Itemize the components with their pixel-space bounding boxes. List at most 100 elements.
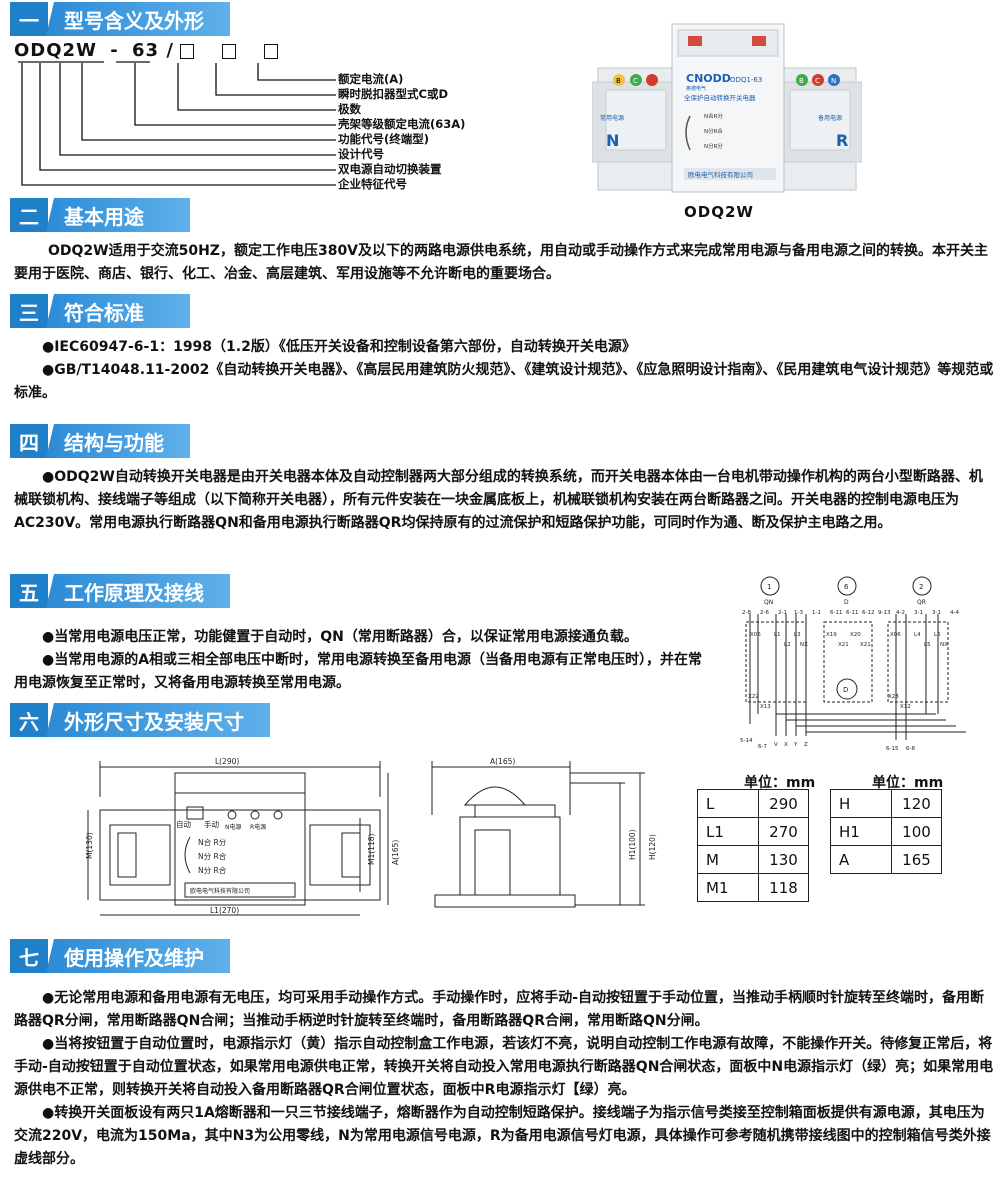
letter-r: R: [836, 131, 848, 150]
work-text-2: ●当常用电源的A相或三相全部电压中断时，常用电源转换至备用电源（当备用电源有正常…: [14, 652, 703, 691]
phase-label: N: [831, 77, 836, 85]
front-view-drawing: L(290) L1(270) M(130) M1(118) A(165) 自动 …: [85, 757, 400, 916]
wire-label: X21: [838, 642, 849, 648]
brand-logo: CNODD: [686, 72, 731, 85]
side-view-drawing: A(165) H1(100) H(120): [431, 757, 657, 908]
terminal: 4-4: [950, 610, 959, 616]
wire-label: X: [784, 742, 788, 748]
terminal: 2-1: [778, 610, 787, 616]
section-number: 五: [10, 574, 48, 608]
phase-label: C: [633, 77, 638, 85]
table-cell: L1: [697, 817, 759, 846]
unit-label: 单位：mm: [744, 775, 816, 791]
wire-label: X19: [826, 632, 837, 638]
model-dash: -: [110, 40, 119, 61]
label-maker: 欧电电气科技有限公司: [190, 887, 250, 895]
terminal: 4-2: [896, 610, 905, 616]
terminal: 6-11: [830, 610, 842, 616]
circle-label: 1: [767, 583, 771, 591]
table-cell: A: [830, 845, 892, 874]
section-number: 六: [10, 703, 48, 737]
section-header-3: 三 符合标准: [10, 294, 190, 328]
wire-label: X06: [890, 632, 901, 638]
brand-sub: 奥德电气: [686, 85, 706, 92]
terminal: 2-8: [742, 610, 751, 616]
standard-1: ●IEC60947-6-1：1998（1.2版）《低压开关设备和控制设备第六部份…: [42, 339, 636, 355]
table-cell: H1: [830, 817, 892, 846]
section-title: 使用操作及维护: [46, 939, 230, 973]
legend-item: 企业特征代号: [338, 177, 407, 191]
wire-label: L2: [784, 642, 791, 648]
model-current: 63: [131, 40, 160, 61]
circle-label: 2: [919, 583, 923, 591]
model-code: ODQ2W - 63 /: [14, 40, 284, 61]
label-state: N分 R合: [198, 865, 227, 875]
wire-label: X06: [750, 632, 761, 638]
product-image: CNODD 奥德电气 ODQ1-63 全保护自动转换开关电器 N合R分 N分R合…: [592, 23, 862, 193]
section-title: 符合标准: [46, 294, 190, 328]
motor-label: D: [843, 686, 848, 694]
section-title: 外形尺寸及安装尺寸: [46, 703, 270, 737]
dim-m1: M1(118): [367, 834, 376, 865]
terminal: 3-1: [932, 610, 941, 616]
terminal: 1-3: [794, 610, 803, 616]
wire-label: L1: [774, 632, 781, 638]
phase-label: B: [799, 77, 804, 85]
wire-label: X13: [760, 704, 771, 710]
panel-name: 全保护自动转换开关电器: [684, 93, 756, 102]
wire-label: 5-14: [740, 738, 753, 744]
model-legend-lines: [18, 61, 336, 186]
phase-label: C: [815, 77, 820, 85]
section-header-7: 七 使用操作及维护: [10, 939, 230, 973]
wire-label: X21: [860, 642, 871, 648]
dim-a-side: A(165): [490, 757, 515, 766]
work-text-1: ●当常用电源电压正常，功能健置于自动时，QN（常用断路器）合，以保证常用电源接通…: [42, 629, 638, 645]
legend-item: 额定电流(A): [338, 72, 404, 86]
letter-n: N: [606, 131, 619, 150]
table-cell: 290: [758, 789, 809, 818]
legend-item: 极数: [338, 102, 361, 116]
table-cell: L: [697, 789, 759, 818]
wiring-diagram: 1 6 2 QN D QR D 2-8 2-6 2-1 1-3 1-1 6-11…: [740, 576, 966, 752]
section-number: 一: [10, 2, 48, 36]
wire-label: L3: [794, 632, 801, 638]
section-title: 型号含义及外形: [46, 2, 230, 36]
table-cell: M1: [697, 873, 759, 902]
dim-l: L(290): [215, 757, 239, 766]
table-cell: M: [697, 845, 759, 874]
wire-label: Z: [804, 742, 808, 748]
wire-label: NX: [940, 642, 948, 648]
wire-label: X12: [900, 704, 911, 710]
dim-a: A(165): [391, 840, 400, 865]
terminal: 6-12: [862, 610, 874, 616]
right-label: 备用电源: [818, 114, 842, 122]
terminal: 1-1: [812, 610, 821, 616]
section-header-6: 六 外形尺寸及安装尺寸: [10, 703, 270, 737]
model-legend: 额定电流(A) 瞬时脱扣器型式C或D 极数 壳架等级额定电流(63A) 功能代号…: [338, 72, 465, 192]
model-prefix: ODQ2W: [14, 40, 97, 61]
section-title: 结构与功能: [46, 424, 190, 458]
circle-caption: QN: [764, 599, 773, 606]
product-caption: ODQ2W: [684, 203, 754, 221]
unit-label: 单位：mm: [872, 775, 944, 791]
section-number: 三: [10, 294, 48, 328]
wire-label: L5: [924, 642, 931, 648]
wire-label: X22: [748, 694, 759, 700]
model-slash: /: [166, 40, 174, 61]
label-auto: 自动: [176, 819, 191, 829]
code-box: [221, 43, 236, 59]
section-number: 二: [10, 198, 48, 232]
wire-label: V: [774, 742, 778, 748]
wire-label: L4: [914, 632, 921, 638]
label-state: N合 R分: [198, 837, 227, 847]
usage-text: ODQ2W适用于交流50HZ，额定工作电压380V及以下的两路电源供电系统，用自…: [14, 243, 989, 282]
dim-h1: H1(100): [628, 829, 637, 860]
table-cell: 100: [891, 817, 942, 846]
operation-text-3: ●转换开关面板设有两只1A熔断器和一只三节接线端子，熔断器作为自动控制短路保护。…: [14, 1105, 991, 1167]
